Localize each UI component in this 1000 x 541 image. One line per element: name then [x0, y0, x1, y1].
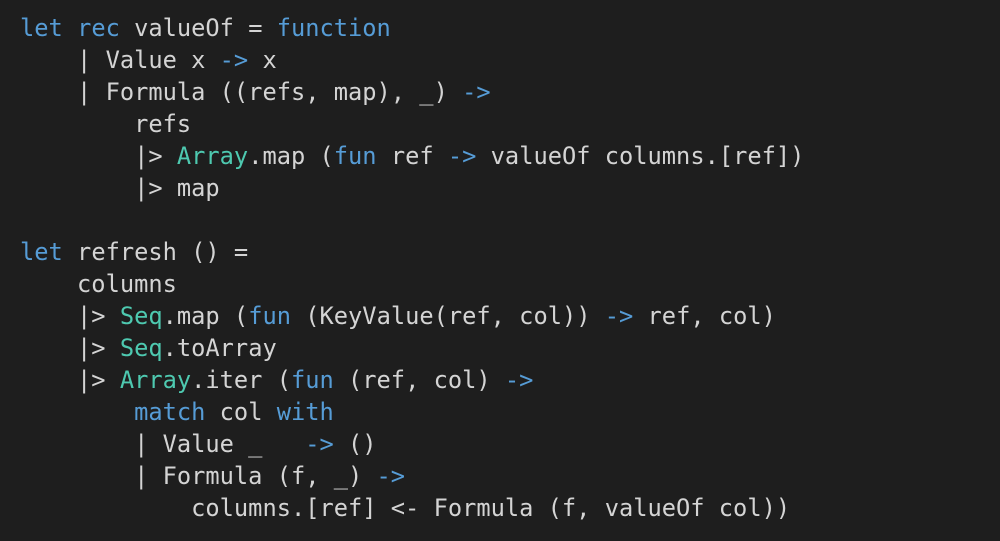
code-line[interactable]: let rec valueOf = function: [20, 12, 804, 44]
code-text: | Formula (f, _): [20, 462, 377, 490]
code-text: columns: [20, 270, 177, 298]
keyword-token: let: [20, 238, 63, 266]
code-line[interactable]: | Formula (f, _) ->: [20, 460, 804, 492]
code-line[interactable]: [20, 204, 804, 236]
code-text: col: [205, 398, 277, 426]
code-line[interactable]: refs: [20, 108, 804, 140]
code-line[interactable]: |> map: [20, 172, 804, 204]
code-text: | Value _: [20, 430, 306, 458]
code-text: | Value x: [20, 46, 220, 74]
code-line[interactable]: |> Array.map (fun ref -> valueOf columns…: [20, 140, 804, 172]
code-text: valueOf columns.[ref]): [476, 142, 805, 170]
code-line[interactable]: columns.[ref] <- Formula (f, valueOf col…: [20, 492, 804, 524]
code-text: .iter (: [191, 366, 291, 394]
code-text: |>: [20, 302, 120, 330]
type-token: Array: [176, 142, 249, 170]
code-text: [20, 398, 134, 426]
keyword-token: function: [276, 14, 391, 42]
code-line[interactable]: columns: [20, 268, 804, 300]
operator-token: ->: [305, 430, 334, 458]
code-line[interactable]: | Value x -> x: [20, 44, 804, 76]
code-line[interactable]: |> Seq.map (fun (KeyValue(ref, col)) -> …: [20, 300, 804, 332]
code-text: (): [333, 430, 377, 458]
code-line[interactable]: let refresh () =: [20, 236, 804, 268]
operator-token: ->: [462, 78, 491, 106]
code-text: valueOf =: [119, 14, 277, 42]
code-text: .map (: [248, 142, 334, 170]
code-text: | Formula ((refs, map), _): [20, 78, 463, 106]
code-line[interactable]: |> Array.iter (fun (ref, col) ->: [20, 364, 804, 396]
operator-token: ->: [604, 302, 634, 330]
code-text: ref, col): [633, 302, 776, 330]
keyword-token: let: [20, 14, 63, 42]
code-line[interactable]: match col with: [20, 396, 804, 428]
code-text: |>: [20, 366, 120, 394]
code-text: [63, 14, 77, 42]
code-text: |>: [20, 334, 120, 362]
operator-token: ->: [376, 462, 406, 490]
keyword-token: with: [276, 398, 334, 426]
keyword-token: match: [134, 398, 206, 426]
operator-token: ->: [447, 142, 477, 170]
keyword-token: fun: [290, 366, 334, 394]
operator-token: ->: [504, 366, 534, 394]
code-text: x: [248, 46, 277, 74]
keyword-token: rec: [77, 14, 120, 42]
type-token: Array: [119, 366, 192, 394]
operator-token: ->: [219, 46, 249, 74]
code-text: .map (: [162, 302, 249, 330]
type-token: Seq: [119, 302, 163, 330]
code-line[interactable]: | Value _ -> (): [20, 428, 804, 460]
code-text: refs: [20, 110, 192, 138]
code-text: .toArray: [162, 334, 277, 362]
code-text: |> map: [20, 174, 220, 202]
code-line[interactable]: | Formula ((refs, map), _) ->: [20, 76, 804, 108]
keyword-token: fun: [333, 142, 377, 170]
code-editor[interactable]: let rec valueOf = function | Value x -> …: [20, 12, 804, 524]
code-text: refresh () =: [62, 238, 249, 266]
code-text: columns.[ref] <- Formula (f, valueOf col…: [20, 494, 791, 522]
code-text: ref: [376, 142, 448, 170]
code-text: |>: [20, 142, 177, 170]
code-line[interactable]: |> Seq.toArray: [20, 332, 804, 364]
code-text: (KeyValue(ref, col)): [291, 302, 605, 330]
type-token: Seq: [119, 334, 163, 362]
code-text: (ref, col): [333, 366, 505, 394]
keyword-token: fun: [248, 302, 291, 330]
